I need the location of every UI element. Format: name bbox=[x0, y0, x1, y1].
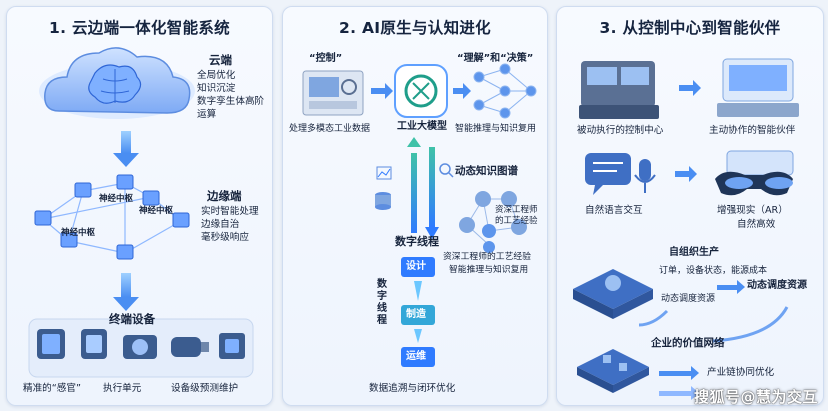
terminal-item-1: 精准的“感官” bbox=[23, 383, 81, 394]
panel-intelligent-partner: 3. 从控制中心到智能伙伴 bbox=[556, 6, 824, 406]
panel2-footer: 数据追溯与闭环优化 bbox=[369, 383, 456, 394]
step-ops-box bbox=[401, 347, 435, 367]
nlp-label: 自然语言交互 bbox=[585, 205, 643, 216]
knowledge-graph-icon bbox=[459, 191, 527, 253]
actuator-icon bbox=[123, 335, 157, 359]
panel-ai-native: 2. AI原生与认知进化 bbox=[282, 6, 548, 406]
motor-icon bbox=[171, 337, 209, 357]
hub-label: 神经中枢 bbox=[99, 194, 134, 204]
cloud-line-4: 运算 bbox=[197, 109, 217, 120]
edge-line-2: 边缘自治 bbox=[201, 219, 240, 230]
vertical-arrow-icon bbox=[407, 137, 439, 239]
edge-line-3: 毫秒级响应 bbox=[201, 232, 249, 243]
graph-title: 动态知识图谱 bbox=[455, 165, 518, 177]
right-arrow-icon bbox=[453, 83, 471, 99]
curve-arrow-icon bbox=[712, 306, 789, 343]
step-design-box bbox=[401, 257, 435, 277]
right-arrow-icon bbox=[371, 83, 393, 99]
down-arrow-icon bbox=[113, 131, 139, 167]
right-arrow-icon bbox=[717, 280, 745, 294]
model-label: 工业大模型 bbox=[397, 121, 447, 132]
understand-label: “理解”和“决策” bbox=[457, 53, 534, 64]
panel-cloud-edge-terminal: 1. 云边端一体化智能系统 bbox=[6, 6, 273, 406]
thread-vertical-label: 数字线程 bbox=[377, 279, 387, 326]
panel2-graphics bbox=[302, 63, 537, 367]
edge-label: 边缘端 bbox=[207, 189, 242, 203]
chart-icon bbox=[376, 166, 392, 180]
production-platform-icon bbox=[573, 269, 653, 319]
right-arrow-icon bbox=[659, 386, 699, 400]
hub-label: 神经中枢 bbox=[139, 206, 174, 216]
ai-model-icon bbox=[394, 64, 448, 118]
edge-line-1: 实时智能处理 bbox=[201, 206, 259, 217]
chain-label: 产业链协同优化 bbox=[707, 367, 775, 378]
right-arrow-icon bbox=[659, 366, 699, 380]
value-net-label: 企业的价值网络 bbox=[651, 337, 725, 349]
cloud-icon bbox=[39, 47, 195, 119]
terminal-item-3: 设备级预测维护 bbox=[171, 383, 239, 394]
step-manufacture-box bbox=[401, 305, 435, 325]
thread-label: 数字线程 bbox=[395, 235, 439, 248]
active-label: 主动协作的智能伙伴 bbox=[709, 125, 796, 136]
eye-sensor-icon bbox=[81, 329, 107, 359]
passive-label: 被动执行的控制中心 bbox=[577, 125, 664, 136]
dispatch-sub: 动态调度资源 bbox=[661, 294, 716, 304]
value-network-icon bbox=[577, 349, 649, 393]
cloud-line-3: 数字孪生体高阶 bbox=[197, 96, 265, 107]
cloud-line-1: 全局优化 bbox=[197, 70, 236, 81]
neural-network-icon bbox=[473, 63, 537, 119]
chat-bubble-icon bbox=[585, 153, 631, 195]
panel1-graphics bbox=[28, 47, 254, 378]
step-manufacture: 制造 bbox=[406, 309, 426, 320]
cloud-label: 云端 bbox=[209, 53, 232, 67]
panel-title: 2. AI原生与认知进化 bbox=[339, 19, 491, 37]
control-panel-icon bbox=[302, 70, 364, 116]
watermark: 搜狐号@慧为交互 bbox=[693, 388, 818, 406]
microphone-icon bbox=[634, 159, 656, 193]
step-design: 设计 bbox=[406, 261, 426, 272]
panel-title: 3. 从控制中心到智能伙伴 bbox=[599, 19, 781, 37]
right-arrow-icon bbox=[675, 166, 697, 182]
control-label: “控制” bbox=[309, 53, 343, 64]
ar-label: 增强现实（AR） bbox=[717, 205, 788, 216]
inference-caption: 智能推理与知识复用 bbox=[455, 124, 537, 134]
camera-sensor-icon bbox=[37, 329, 65, 359]
ar-sub-label: 自然高效 bbox=[737, 219, 776, 230]
down-arrow-icon bbox=[113, 273, 139, 311]
down-arrow-icon bbox=[414, 281, 422, 301]
database-icon bbox=[375, 192, 391, 210]
down-arrow-icon bbox=[414, 329, 422, 343]
curve-arrow-icon bbox=[638, 309, 669, 327]
panel3-graphics bbox=[573, 58, 799, 400]
panel-title: 1. 云边端一体化智能系统 bbox=[49, 19, 230, 37]
self-org-label: 自组织生产 bbox=[669, 247, 719, 258]
hub-label: 神经中枢 bbox=[61, 228, 96, 238]
chip-icon bbox=[219, 333, 245, 359]
self-org-items: 订单，设备状态，能源成本 bbox=[659, 266, 768, 276]
terminal-label: 终端设备 bbox=[109, 312, 155, 326]
graph-caption-1: 资深工程师的工艺经验 bbox=[443, 252, 531, 262]
expert-experience: 资深工程师的工艺经验 bbox=[495, 205, 538, 226]
ar-glasses-icon bbox=[715, 150, 794, 196]
graph-caption-2: 智能推理与知识复用 bbox=[449, 265, 529, 275]
cloud-line-2: 知识沉淀 bbox=[197, 83, 236, 94]
multimodal-caption: 处理多模态工业数据 bbox=[289, 124, 371, 134]
dispatch-label: 动态调度资源 bbox=[747, 280, 807, 291]
terminal-item-2: 执行单元 bbox=[103, 383, 142, 394]
smart-workstation-icon bbox=[717, 58, 799, 117]
search-icon bbox=[439, 163, 454, 178]
step-ops: 运维 bbox=[406, 351, 426, 362]
right-arrow-icon bbox=[679, 80, 701, 96]
control-console-icon bbox=[579, 61, 659, 119]
